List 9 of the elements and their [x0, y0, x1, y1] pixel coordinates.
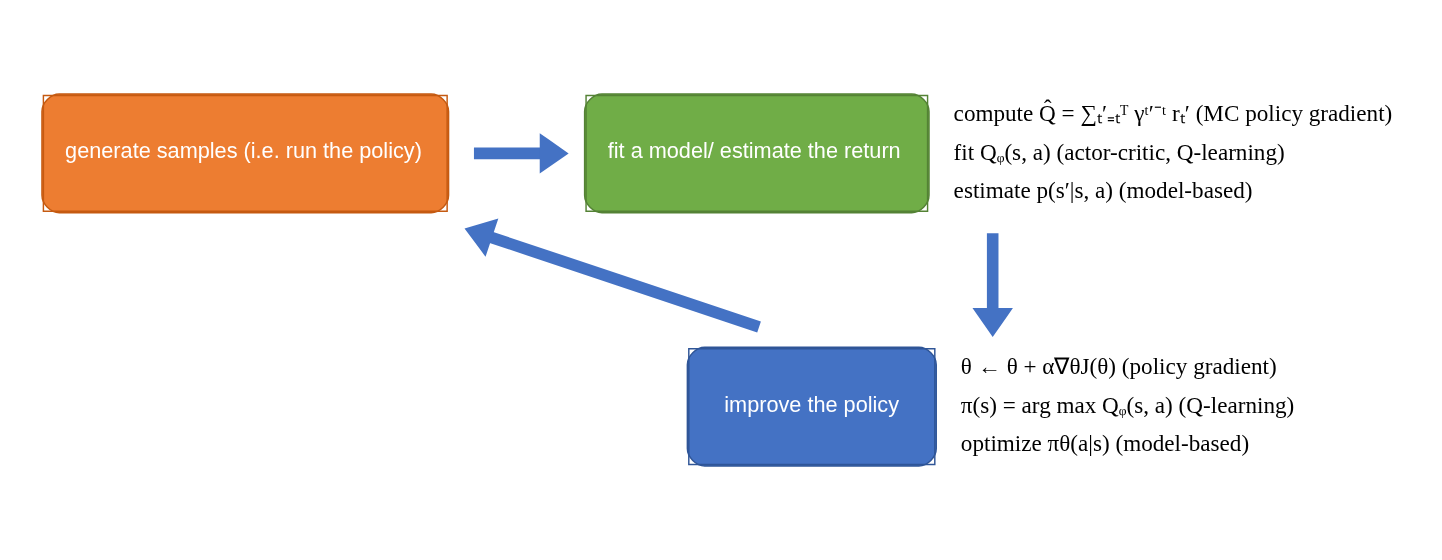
- node-label: fit Qᵩ(s, a) (actor-critic, Q-learning): [953, 138, 1285, 165]
- node-label: compute Q̂ = ∑ₜ′₌ₜᵀ γᵗ′⁻ᵗ rₜ′ (MC policy gradient): [953, 99, 1393, 126]
- node-label: estimate p(s′|s, a) (model-based): [953, 176, 1253, 203]
- arrow: [473, 133, 569, 174]
- node-label: θ ← θ + α∇θJ(θ) (policy gradient): [960, 352, 1277, 379]
- node-label: π(s) = arg max Qᵩ(s, a) (Q-learning): [960, 391, 1295, 418]
- node-label: optimize πθ(a|s) (model-based): [960, 430, 1250, 457]
- arrow: [972, 233, 1013, 338]
- arrow: [464, 218, 761, 333]
